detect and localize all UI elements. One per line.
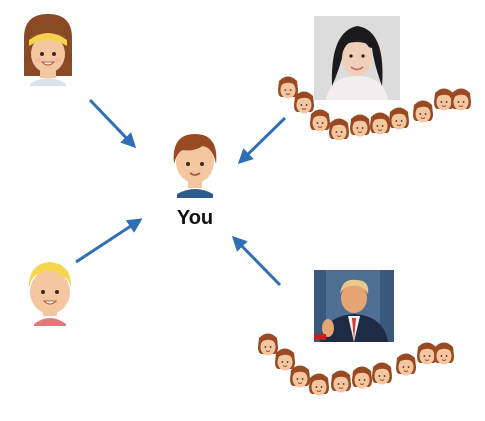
crowd-face-icon — [433, 88, 455, 111]
arrow-from-blonde-boy — [75, 218, 143, 264]
woman-portrait-photo — [314, 16, 400, 100]
crowd-face-icon — [277, 76, 299, 99]
crowd-face-icon — [308, 373, 330, 396]
crowd-face-icon — [395, 353, 417, 376]
crowd-face-icon — [293, 91, 315, 114]
politician-portrait-photo — [314, 270, 394, 342]
crowd-face-icon — [369, 112, 391, 135]
you-label: You — [176, 207, 214, 229]
you-avatar-icon — [173, 134, 217, 198]
crowd-face-icon — [257, 333, 279, 356]
crowd-face-icon — [351, 366, 373, 389]
arrow-from-girl — [88, 98, 137, 149]
crowd-face-icon — [330, 370, 352, 393]
crowd-face-icon — [433, 342, 455, 365]
crowd-face-icon — [450, 88, 472, 111]
crowd-face-icon — [412, 100, 434, 123]
crowd-face-icon — [371, 362, 393, 385]
blonde-boy-avatar-icon — [28, 262, 72, 326]
crowd-face-icon — [416, 342, 438, 365]
crowd-face-icon — [289, 365, 311, 388]
crowd-face-icon — [274, 348, 296, 371]
girl-avatar-icon — [24, 14, 72, 86]
crowd-face-icon — [328, 118, 350, 141]
crowd-face-icon — [309, 109, 331, 132]
crowd-face-icon — [349, 114, 371, 137]
crowd-face-icon — [388, 107, 410, 130]
arrow-from-top-crowd — [237, 116, 287, 165]
bottom-crowd — [257, 333, 455, 396]
arrow-from-bottom-crowd — [231, 235, 282, 287]
